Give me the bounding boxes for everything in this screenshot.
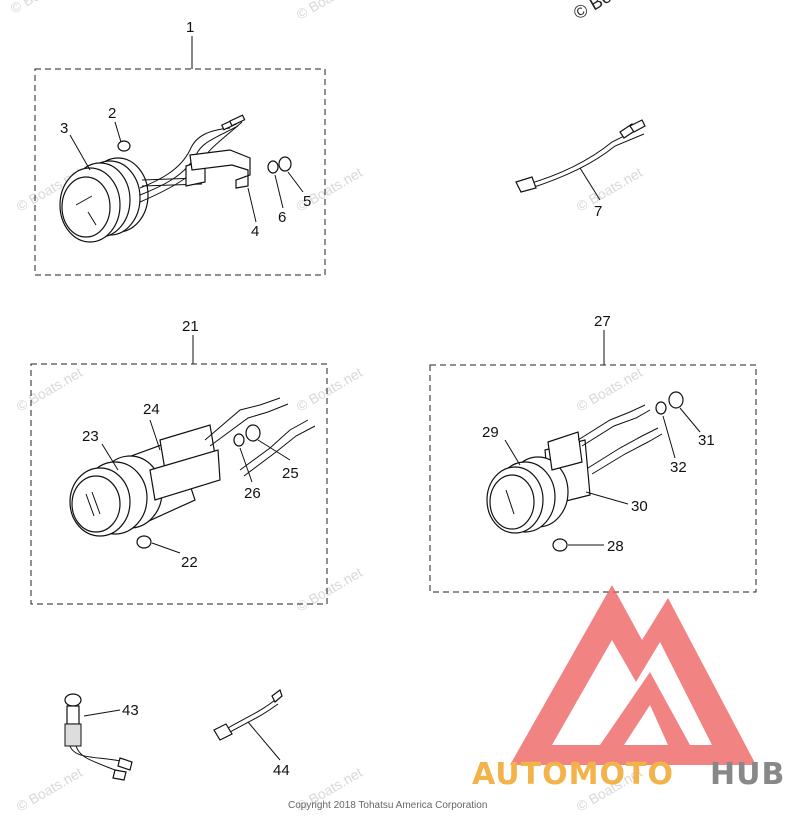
watermark: © Boats.net bbox=[8, 0, 80, 17]
callout-43: 43 bbox=[122, 702, 139, 719]
washer-6-illustration bbox=[267, 160, 279, 174]
bracket-4-illustration bbox=[189, 149, 251, 189]
gauge-3-illustration bbox=[59, 114, 246, 243]
bulb-22-illustration bbox=[136, 535, 152, 549]
nut-31-illustration bbox=[668, 391, 684, 409]
watermark: © Boats.net bbox=[14, 364, 86, 415]
part-43-switch: 43 bbox=[64, 693, 139, 781]
group-21: 21 22 23 24 25 26 bbox=[30, 318, 328, 605]
watermark: © Boats.net bbox=[294, 0, 366, 23]
nut-5-illustration bbox=[278, 156, 292, 172]
brand-automoto: AUTOMOTO bbox=[472, 757, 674, 792]
callout-22: 22 bbox=[181, 554, 198, 571]
callout-5: 5 bbox=[303, 193, 311, 210]
gauge-23-illustration bbox=[69, 424, 221, 537]
group-27-box bbox=[429, 364, 757, 593]
callout-24: 24 bbox=[143, 401, 160, 418]
callout-29: 29 bbox=[482, 424, 499, 441]
group-1: 1 2 3 4 5 6 bbox=[34, 19, 326, 276]
callout-2: 2 bbox=[108, 105, 116, 122]
callout-21: 21 bbox=[182, 318, 199, 335]
watermark: © Boats.net bbox=[574, 364, 646, 415]
watermark: © Boats.net bbox=[294, 364, 366, 415]
washer-26-illustration bbox=[233, 433, 245, 447]
watermark-top-right: © Bo bbox=[570, 0, 615, 23]
callout-32: 32 bbox=[670, 459, 687, 476]
brand-hub: HUB bbox=[710, 757, 785, 792]
callout-31: 31 bbox=[698, 432, 715, 449]
washer-32-illustration bbox=[655, 401, 667, 415]
callout-44: 44 bbox=[273, 762, 290, 779]
group-1-box bbox=[34, 68, 326, 276]
callout-3: 3 bbox=[60, 120, 68, 137]
group-27: 27 28 29 30 31 32 bbox=[429, 313, 757, 593]
bulb-2-illustration bbox=[117, 140, 131, 152]
callout-26: 26 bbox=[244, 485, 261, 502]
watermark: © Boats.net bbox=[14, 764, 86, 815]
callout-30: 30 bbox=[631, 498, 648, 515]
callout-4: 4 bbox=[251, 223, 259, 240]
callout-23: 23 bbox=[82, 428, 99, 445]
callout-27: 27 bbox=[594, 313, 611, 330]
watermarks: © Boats.net © Boats.net © Boats.net © Bo… bbox=[8, 0, 646, 815]
watermark: © Boats.net bbox=[574, 164, 646, 215]
gauge-29-illustration bbox=[486, 431, 591, 534]
callout-1: 1 bbox=[186, 19, 194, 36]
bulb-28-illustration bbox=[552, 538, 568, 552]
part-44-lead: 44 bbox=[213, 689, 290, 779]
watermark: © Boats.net bbox=[294, 564, 366, 615]
callout-28: 28 bbox=[607, 538, 624, 555]
callout-25: 25 bbox=[282, 465, 299, 482]
callout-7: 7 bbox=[594, 203, 602, 220]
automotohub-logo: AUTOMOTO HUB bbox=[472, 585, 785, 792]
group-21-box bbox=[30, 363, 328, 605]
part-7-harness: 7 bbox=[515, 119, 646, 220]
nut-25-illustration bbox=[245, 424, 261, 442]
callout-6: 6 bbox=[278, 209, 286, 226]
copyright-text: Copyright 2018 Tohatsu America Corporati… bbox=[288, 800, 487, 811]
